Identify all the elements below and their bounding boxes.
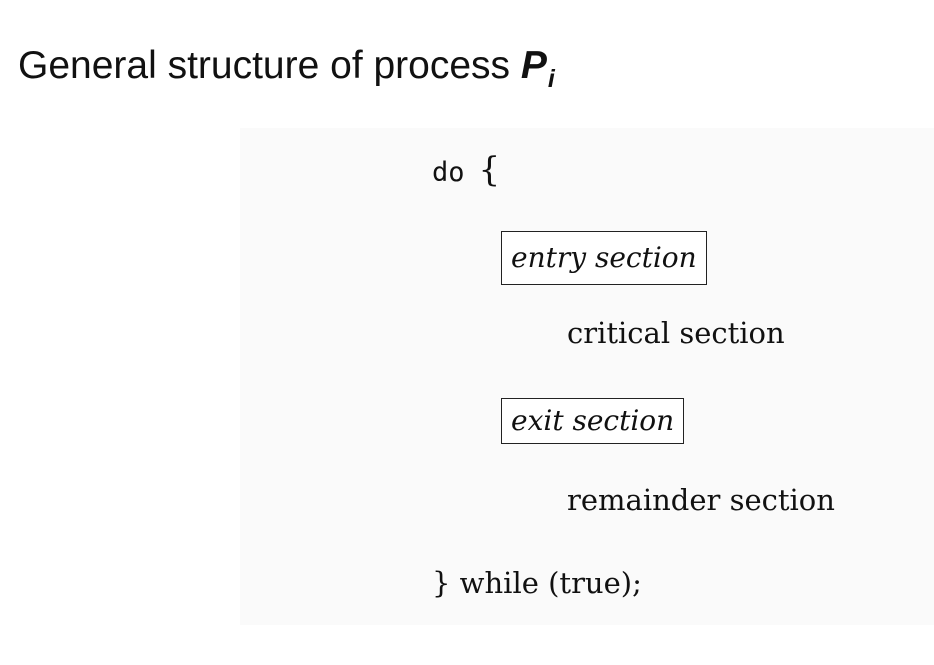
title-subscript: i [547, 65, 555, 93]
code-figure-panel [240, 128, 934, 625]
do-keyword: do [432, 157, 465, 188]
slide-title: General structure of process Pi [18, 44, 555, 93]
exit-section-box: exit section [501, 398, 685, 444]
critical-section-label: critical section [567, 316, 785, 350]
while-line: } while (true); [432, 566, 642, 600]
title-variable: P [520, 44, 547, 87]
open-brace: { [478, 150, 501, 190]
do-line: do { [432, 150, 500, 190]
entry-section-box: entry section [501, 231, 707, 285]
title-text: General structure of process [18, 44, 521, 87]
remainder-section-label: remainder section [567, 483, 835, 517]
